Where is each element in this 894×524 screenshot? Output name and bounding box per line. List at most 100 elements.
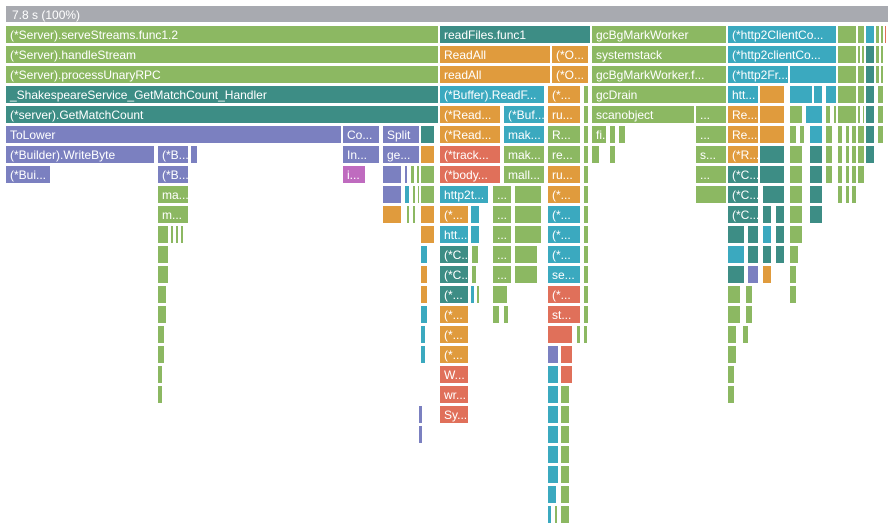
flame-frame[interactable] [857,125,865,144]
flame-frame[interactable]: Co... [342,125,380,144]
flame-frame[interactable]: (*http2ClientCo... [727,25,837,44]
flame-frame[interactable] [547,445,559,464]
flame-frame[interactable]: (*C... [727,185,759,204]
flame-frame[interactable] [591,145,600,164]
flame-frame[interactable] [420,285,428,304]
flame-frame[interactable] [157,285,167,304]
flame-frame[interactable] [180,225,184,244]
flame-frame[interactable]: (*server).GetMatchCount [5,105,439,124]
flame-frame[interactable] [789,85,813,104]
flame-frame[interactable] [157,225,169,244]
flame-frame[interactable] [837,145,843,164]
flame-frame[interactable]: (*O... [551,45,589,64]
flame-frame[interactable] [157,385,163,404]
flame-frame[interactable] [809,125,823,144]
flame-frame[interactable]: se... [547,265,581,284]
flame-frame[interactable] [470,225,480,244]
flame-frame[interactable] [514,205,542,224]
flame-frame[interactable] [560,505,570,524]
flame-frame[interactable] [877,105,884,124]
flame-frame[interactable] [762,185,785,204]
flame-frame[interactable]: scanobject [591,105,695,124]
flame-frame[interactable]: gcDrain [591,85,727,104]
flame-frame[interactable] [825,125,833,144]
flame-frame[interactable]: (*body... [439,165,501,184]
flame-frame[interactable] [857,105,861,124]
flame-frame[interactable] [157,265,169,284]
flame-frame[interactable]: W... [439,365,469,384]
flame-frame[interactable] [789,285,797,304]
flame-frame[interactable] [857,25,865,44]
flame-frame[interactable]: htt... [439,225,469,244]
flame-frame[interactable] [833,105,837,124]
flame-frame[interactable] [747,265,759,284]
flame-frame[interactable] [190,145,198,164]
flame-frame[interactable]: readAll [439,65,551,84]
flame-frame[interactable]: R... [547,125,581,144]
flame-frame[interactable] [857,165,865,184]
flame-frame[interactable] [547,365,559,384]
flame-frame[interactable] [877,125,884,144]
flame-frame[interactable] [799,125,805,144]
flame-frame[interactable] [583,205,589,224]
flame-frame[interactable] [875,25,880,44]
flame-frame[interactable] [547,385,559,404]
flame-frame[interactable] [514,185,542,204]
flame-frame[interactable] [583,225,589,244]
flame-frame[interactable] [857,45,861,64]
flame-frame[interactable] [759,165,785,184]
flame-frame[interactable] [382,165,402,184]
flame-frame[interactable]: (*track... [439,145,501,164]
flame-frame[interactable] [865,105,875,124]
flame-frame[interactable]: _ShakespeareService_GetMatchCount_Handle… [5,85,439,104]
flame-frame[interactable]: (*Buffer).ReadF... [439,85,545,104]
flame-frame[interactable] [745,285,753,304]
flame-frame[interactable] [825,85,837,104]
flame-frame[interactable] [727,225,745,244]
flame-frame[interactable] [837,25,857,44]
flame-frame[interactable] [857,85,865,104]
flame-frame[interactable]: (*C... [727,205,759,224]
flame-frame[interactable] [583,285,589,304]
flame-frame[interactable] [416,165,420,184]
flame-frame[interactable] [837,45,857,64]
flame-frame[interactable]: (*Builder).WriteByte [5,145,155,164]
flame-frame[interactable] [825,165,833,184]
flame-frame[interactable] [470,285,475,304]
flame-frame[interactable]: ToLower [5,125,342,144]
flame-frame[interactable] [583,265,589,284]
flame-frame[interactable] [560,385,570,404]
flame-frame[interactable] [476,285,480,304]
flame-frame[interactable] [880,45,884,64]
flame-frame[interactable] [775,205,785,224]
flame-frame[interactable] [382,205,402,224]
flame-frame[interactable] [813,85,823,104]
flame-frame[interactable] [175,225,179,244]
flame-frame[interactable] [805,105,823,124]
flame-frame[interactable]: (*... [547,85,581,104]
flame-frame[interactable] [845,145,850,164]
flame-frame[interactable] [420,145,435,164]
flame-frame[interactable] [851,165,857,184]
flame-frame[interactable] [837,185,843,204]
flame-frame[interactable] [157,345,165,364]
flame-frame[interactable] [865,65,875,84]
flame-frame[interactable] [865,125,875,144]
flame-frame[interactable] [745,305,753,324]
flame-frame[interactable] [789,125,797,144]
flame-frame[interactable]: gcBgMarkWorker [591,25,727,44]
flame-frame[interactable]: (*B... [157,145,189,164]
flame-frame[interactable] [547,485,557,504]
flame-frame[interactable] [851,125,857,144]
flame-frame[interactable] [865,85,875,104]
flame-frame[interactable]: ... [695,105,727,124]
flame-frame[interactable]: (*... [547,205,581,224]
flame-frame[interactable] [857,65,865,84]
flame-frame[interactable] [837,125,843,144]
flame-frame[interactable] [420,305,428,324]
flame-frame[interactable] [420,345,426,364]
flame-frame[interactable]: ... [492,265,512,284]
flame-frame[interactable] [420,265,428,284]
flame-frame[interactable] [492,305,500,324]
flame-frame[interactable] [471,265,477,284]
